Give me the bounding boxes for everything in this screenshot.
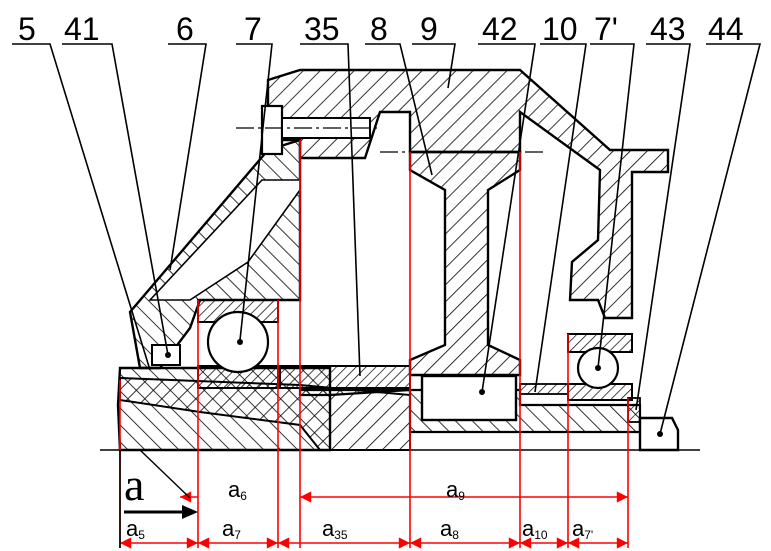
part-label-6: 6 xyxy=(176,11,194,47)
part-label-leaders xyxy=(12,43,762,435)
dim-a5: a5 xyxy=(126,516,145,542)
bushing-10 xyxy=(519,383,569,395)
dim-a7p: a7' xyxy=(572,516,593,542)
datum-a: a xyxy=(119,449,198,548)
ring-43 xyxy=(627,397,641,423)
part-label-41: 41 xyxy=(64,11,100,47)
dimension-extension-lines xyxy=(119,140,629,548)
part-label-44: 44 xyxy=(708,11,744,47)
dimension-lines xyxy=(120,491,629,549)
bearing-7-center xyxy=(237,339,243,345)
dim-a6: a6 xyxy=(228,477,247,503)
gear-8 xyxy=(408,150,522,377)
part-label-7p: 7' xyxy=(594,11,618,47)
part-labels: 5 41 6 7 35 8 9 42 10 7' 43 44 xyxy=(18,11,744,47)
key-42 xyxy=(420,374,518,422)
datum-label: a xyxy=(124,459,144,510)
part-label-35: 35 xyxy=(304,11,340,47)
part-label-10: 10 xyxy=(542,11,578,47)
part-label-8: 8 xyxy=(370,11,388,47)
dim-a35: a35 xyxy=(322,516,348,542)
part-label-42: 42 xyxy=(482,11,518,47)
part-label-9: 9 xyxy=(420,11,438,47)
dimension-labels: a6 a9 a5 a7 a35 a8 a10 a7' xyxy=(126,477,593,542)
dim-a9: a9 xyxy=(446,477,465,503)
dim-a10: a10 xyxy=(522,516,548,542)
dim-a8: a8 xyxy=(440,516,459,542)
part-label-43: 43 xyxy=(650,11,686,47)
part-label-5: 5 xyxy=(18,11,36,47)
dim-a7: a7 xyxy=(222,516,241,542)
part-label-7: 7 xyxy=(244,11,262,47)
